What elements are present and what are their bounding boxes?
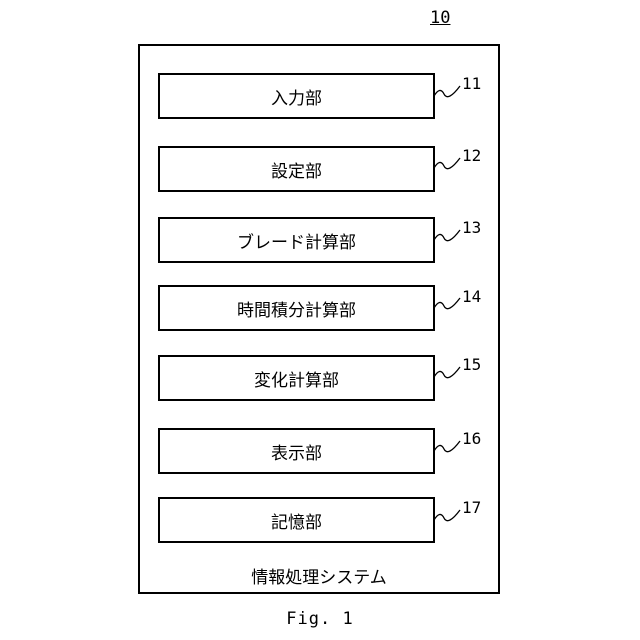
module-label: 設定部 <box>271 157 322 182</box>
module-ref-number: 17 <box>462 498 481 517</box>
module-label: 時間積分計算部 <box>237 296 356 321</box>
module-box-time-integration-calc: 時間積分計算部 <box>158 285 435 331</box>
figure-caption: Fig. 1 <box>0 609 640 629</box>
module-label: 表示部 <box>271 439 322 464</box>
module-ref-number: 13 <box>462 218 481 237</box>
module-ref-number: 16 <box>462 429 481 448</box>
module-ref-number: 14 <box>462 287 481 306</box>
module-label: 記憶部 <box>271 508 322 533</box>
module-box-storage: 記憶部 <box>158 497 435 543</box>
module-box-settings: 設定部 <box>158 146 435 192</box>
module-ref-number: 15 <box>462 355 481 374</box>
module-box-input: 入力部 <box>158 73 435 119</box>
module-ref-number: 12 <box>462 146 481 165</box>
module-box-blade-calc: ブレード計算部 <box>158 217 435 263</box>
module-label: ブレード計算部 <box>237 228 356 253</box>
system-label: 情報処理システム <box>138 563 500 588</box>
module-label: 入力部 <box>271 84 322 109</box>
module-box-change-calc: 変化計算部 <box>158 355 435 401</box>
system-ref-number: 10 <box>430 8 450 28</box>
module-box-display: 表示部 <box>158 428 435 474</box>
module-ref-number: 11 <box>462 74 481 93</box>
module-label: 変化計算部 <box>254 366 339 391</box>
